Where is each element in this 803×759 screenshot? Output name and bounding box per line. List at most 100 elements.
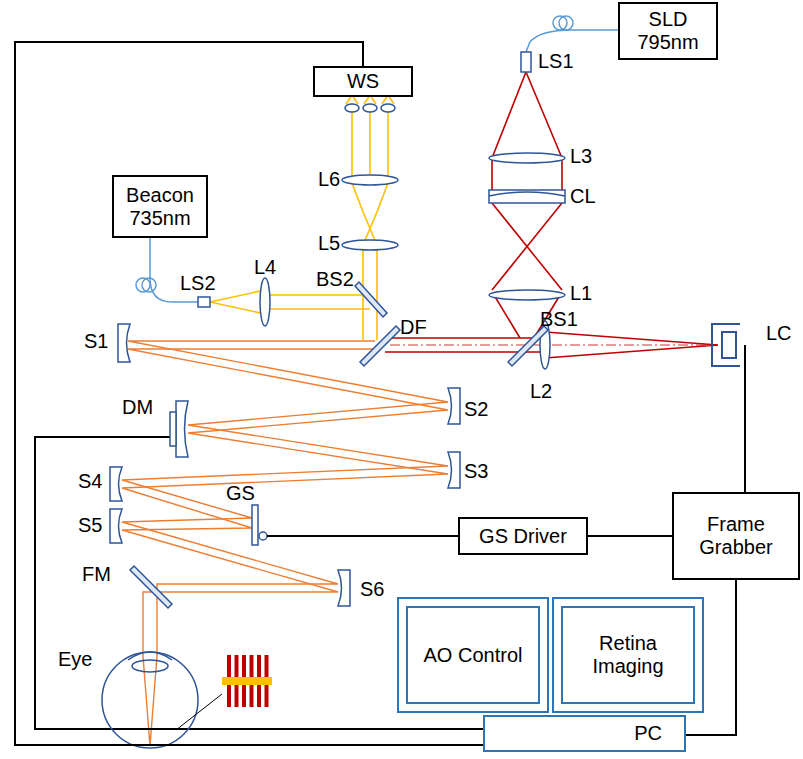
part-label: LC xyxy=(766,322,792,345)
wavefront-sensor-box: WS xyxy=(313,66,413,97)
text-block: AO Control xyxy=(424,644,523,667)
part-label: Eye xyxy=(58,648,92,671)
beam-splitter xyxy=(355,282,387,317)
signal-wire xyxy=(588,535,672,537)
part-label: L5 xyxy=(318,232,340,255)
beam-splitter xyxy=(130,282,548,608)
text-block: Beacon 735nm xyxy=(126,184,194,230)
spherical-mirror xyxy=(170,412,176,446)
light-source-launcher xyxy=(521,52,531,72)
part-label: BS2 xyxy=(316,268,354,291)
galvo-scanner xyxy=(252,505,258,545)
monitor-frame xyxy=(398,598,548,712)
monitor-screen: AO Control xyxy=(406,606,540,704)
box-label: Retina Imaging xyxy=(592,632,663,678)
box-label: SLD 795nm xyxy=(637,8,698,54)
box-label: WS xyxy=(347,70,379,93)
text-block: SLD 795nm xyxy=(637,8,698,54)
part-label: S1 xyxy=(84,330,108,353)
text-block: PC xyxy=(634,722,662,745)
eye xyxy=(102,652,198,748)
box-label: AO Control xyxy=(424,644,523,667)
text-block: GS Driver xyxy=(479,525,567,548)
spherical-mirror xyxy=(110,324,460,606)
box-label: Beacon 735nm xyxy=(126,184,194,230)
optical-fiber xyxy=(526,30,618,52)
light-source-launcher xyxy=(198,52,531,307)
light-source-launcher xyxy=(198,297,210,307)
part-label: DM xyxy=(122,396,153,419)
galvo-scanner xyxy=(267,535,458,537)
part-label: L3 xyxy=(570,145,592,168)
beam-splitter xyxy=(360,326,400,366)
galvo-scanner xyxy=(259,532,267,540)
beam-splitter xyxy=(130,566,172,608)
galvo-scanner xyxy=(252,505,458,545)
part-label: L6 xyxy=(318,168,340,191)
part-label: L1 xyxy=(570,282,592,305)
cylinder-lens xyxy=(489,192,565,196)
spherical-mirror xyxy=(176,401,188,457)
retina-scan-pattern xyxy=(222,652,272,710)
lens xyxy=(342,175,398,185)
light-detector xyxy=(744,345,746,492)
spherical-mirror xyxy=(448,452,460,488)
beacon-source-box: Beacon 735nm xyxy=(112,175,208,238)
part-label: LS1 xyxy=(538,50,574,73)
lens xyxy=(381,104,395,112)
part-label: FM xyxy=(82,563,111,586)
light-detector xyxy=(712,324,740,366)
light-detector xyxy=(712,324,745,492)
part-label: S2 xyxy=(464,398,488,421)
part-label: L2 xyxy=(530,380,552,403)
lens xyxy=(489,290,565,300)
beacon-beam xyxy=(210,95,394,340)
part-label: CL xyxy=(570,185,596,208)
part-label: L4 xyxy=(254,256,276,279)
spherical-mirror xyxy=(118,324,130,362)
lens xyxy=(260,278,270,326)
optical-fiber xyxy=(559,16,573,30)
lens xyxy=(345,104,359,112)
scanning-beam xyxy=(143,656,157,746)
optical-fiber xyxy=(142,278,156,292)
eye xyxy=(176,694,222,730)
beacon-beam xyxy=(352,112,388,178)
lens xyxy=(260,104,565,369)
retina-scan-pattern xyxy=(222,677,272,685)
beacon-beam xyxy=(265,295,370,309)
spherical-mirror xyxy=(110,509,122,543)
light-detector xyxy=(722,332,736,358)
eye xyxy=(102,652,222,748)
spherical-mirror xyxy=(448,388,460,424)
frame-grabber-box: Frame Grabber xyxy=(672,492,800,580)
part-label: S3 xyxy=(464,460,488,483)
part-label: S6 xyxy=(360,578,384,601)
part-label: S4 xyxy=(78,470,102,493)
driver-box: GS Driver xyxy=(458,517,588,555)
lens xyxy=(489,153,565,163)
imaging-beam xyxy=(492,203,562,290)
text-block: WS xyxy=(347,70,379,93)
imaging-beam xyxy=(492,72,562,158)
beacon-beam xyxy=(210,290,265,314)
part-label: GS xyxy=(226,482,255,505)
light-source-box: SLD 795nm xyxy=(618,2,718,60)
beam-splitter xyxy=(508,326,548,366)
imaging-beam xyxy=(390,345,718,346)
part-label: LS2 xyxy=(180,272,216,295)
computer-box: PC xyxy=(483,715,686,752)
box-label: Frame Grabber xyxy=(699,513,772,559)
monitor-frame xyxy=(398,598,703,712)
spherical-mirror xyxy=(110,467,122,501)
imaging-beam xyxy=(385,72,718,358)
cylinder-lens xyxy=(489,190,565,203)
monitor-frame xyxy=(553,598,703,712)
eye xyxy=(132,660,168,672)
lens xyxy=(363,104,377,112)
cylinder-lens xyxy=(489,190,565,203)
part-label: BS1 xyxy=(540,308,578,331)
spherical-mirror xyxy=(338,570,350,606)
beacon-beam xyxy=(352,183,388,212)
